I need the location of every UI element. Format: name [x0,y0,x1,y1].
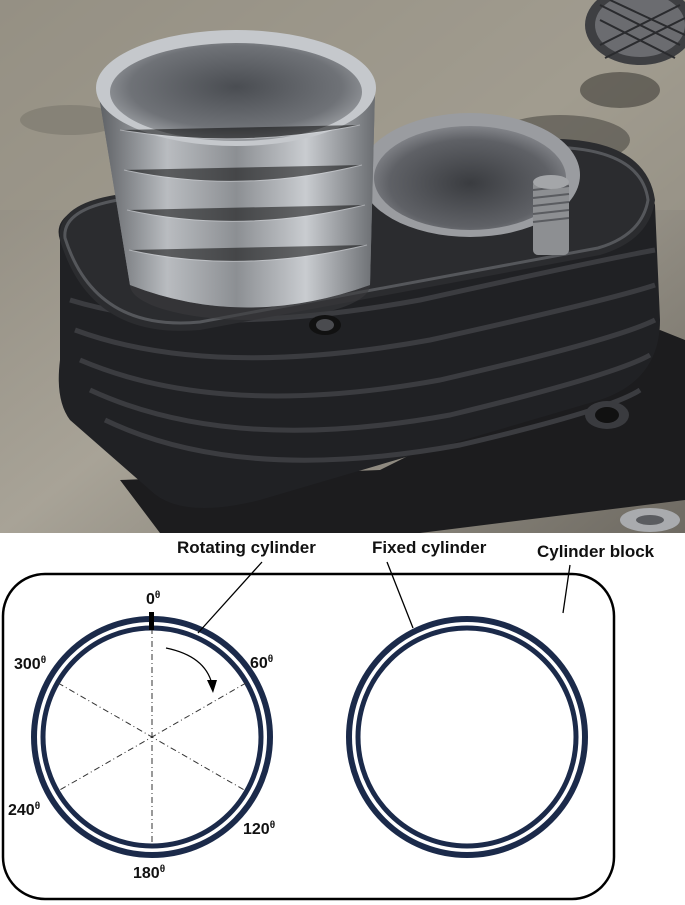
cylinder-block-outline [1,572,616,901]
cylinder-schematic: Rotating cylinder Fixed cylinder Cylinde… [1,538,655,901]
cylinder-block-label: Cylinder block [537,542,655,561]
rotating-cylinder-leader [197,561,263,634]
angle-label-0: 0θ [146,590,160,608]
cylinder-block-photo [0,0,685,533]
angle-label-300: 300θ [14,655,46,673]
zero-degree-marker [149,612,154,630]
angle-label-60: 60θ [250,654,273,672]
rotation-arrow [165,647,213,685]
fixed-cylinder-inner-ring [355,625,579,849]
fixed-cylinder-outer-ring [346,616,588,858]
angle-label-180: 180θ [133,864,165,882]
fixed-cylinder-leader [386,561,414,629]
fixed-cylinder-label: Fixed cylinder [372,538,487,557]
angle-label-120: 120θ [243,820,275,838]
angle-reference-lines [57,628,247,846]
rotation-arrowhead-icon [207,680,217,693]
angle-label-240: 240θ [8,801,40,819]
rotating-cylinder-label: Rotating cylinder [177,538,316,557]
cylinder-block-leader [562,564,571,614]
